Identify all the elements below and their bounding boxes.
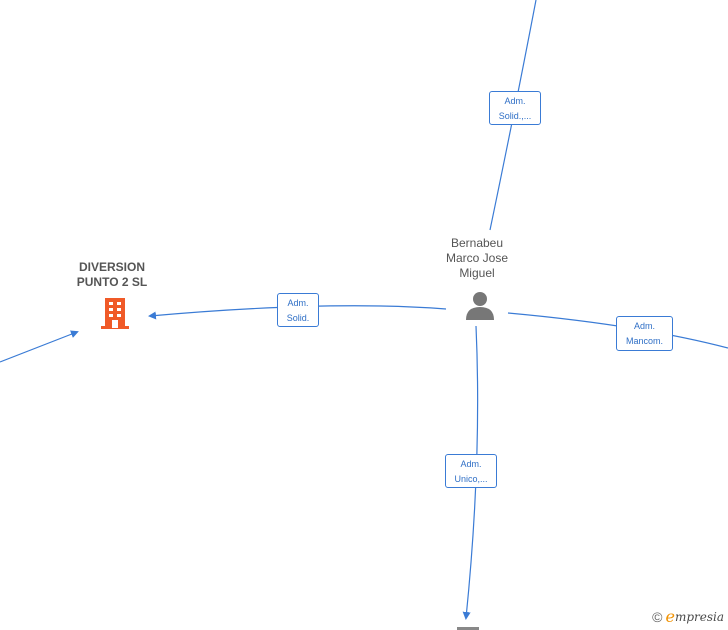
company-name-line2: PUNTO 2 SL xyxy=(76,275,148,289)
edge-label-top-line1: Adm. xyxy=(504,96,526,106)
edge-left-incoming xyxy=(0,330,79,363)
person-name-line2: Marco Jose xyxy=(445,251,509,265)
edge-label-left[interactable]: Adm. Solid. xyxy=(277,293,319,327)
bottom-node-stub xyxy=(457,627,479,630)
edge-label-bottom-line2: Unico,... xyxy=(454,474,488,484)
edge-label-right[interactable]: Adm. Mancom. xyxy=(616,316,673,351)
edge-label-right-line1: Adm. xyxy=(633,321,655,331)
brand-logo-e: e xyxy=(665,607,675,626)
edge-label-top[interactable]: Adm. Solid.,... xyxy=(489,91,541,125)
edge-label-bottom[interactable]: Adm. Unico,... xyxy=(445,454,497,488)
company-name-line1: DIVERSION xyxy=(78,260,145,274)
edge-label-left-line2: Solid. xyxy=(286,313,310,323)
person-name-line3: Miguel xyxy=(459,266,495,280)
edge-label-right-line2: Mancom. xyxy=(625,336,663,346)
person-node-label[interactable]: Bernabeu Marco Jose Miguel xyxy=(427,236,527,281)
edge-label-top-line2: Solid.,... xyxy=(498,111,532,121)
brand-logo-text: mpresia xyxy=(674,609,724,624)
edge-label-left-line1: Adm. xyxy=(287,298,309,308)
copyright-symbol: © xyxy=(652,608,663,625)
person-name-line1: Bernabeu xyxy=(450,236,504,250)
person-icon[interactable] xyxy=(464,290,496,322)
edge-label-bottom-line1: Adm. xyxy=(460,459,482,469)
building-icon[interactable] xyxy=(99,296,131,330)
company-node-label[interactable]: DIVERSION PUNTO 2 SL xyxy=(62,260,162,290)
